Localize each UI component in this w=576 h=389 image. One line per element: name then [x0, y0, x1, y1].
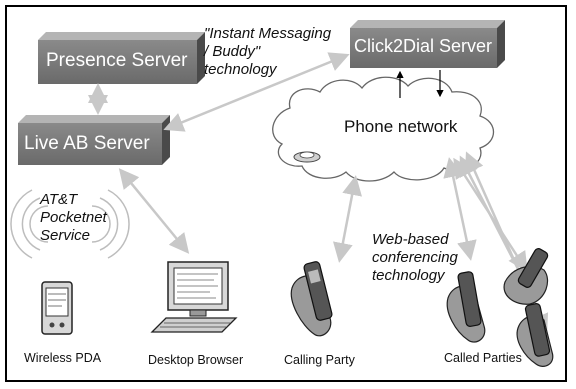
pda-icon: [41, 281, 73, 335]
desktop-browser-caption: Desktop Browser: [148, 353, 244, 367]
instant-messaging-note-line-1: "Instant Messaging: [204, 25, 332, 42]
calling-party-caption: Calling Party: [284, 353, 355, 367]
phone-network-label: Phone network: [344, 117, 458, 136]
wireless-signal-icon: [10, 189, 130, 259]
desktop-computer-icon: [150, 261, 238, 333]
click2dial-server-label: Click2Dial Server: [354, 36, 493, 56]
att-service-note-line-3: Service: [40, 227, 91, 244]
presence-server-label: Presence Server: [46, 50, 188, 71]
instant-messaging-note-line-2: / Buddy": [204, 43, 261, 60]
cloud-phone-icon: [293, 151, 321, 163]
instant-messaging-note-line-3: technology: [204, 61, 277, 78]
web-conferencing-note-line-3: technology: [372, 267, 445, 284]
called-parties-caption: Called Parties: [444, 351, 522, 365]
live-ab-server-label: Live AB Server: [24, 133, 150, 154]
wireless-pda-caption: Wireless PDA: [24, 351, 102, 365]
calling-party-phone-icon: [290, 261, 333, 337]
diagram-frame: [5, 5, 567, 382]
att-service-note-line-1: AT&T: [40, 191, 78, 208]
web-conferencing-note-line-2: conferencing: [372, 249, 458, 266]
live-ab-server-box: [18, 115, 170, 165]
click2dial-server-box: [350, 20, 505, 68]
web-conferencing-note-line-1: Web-based: [372, 231, 449, 248]
att-service-note-line-2: Pocketnet: [40, 209, 107, 226]
called-parties-phones-icon: [446, 248, 554, 367]
